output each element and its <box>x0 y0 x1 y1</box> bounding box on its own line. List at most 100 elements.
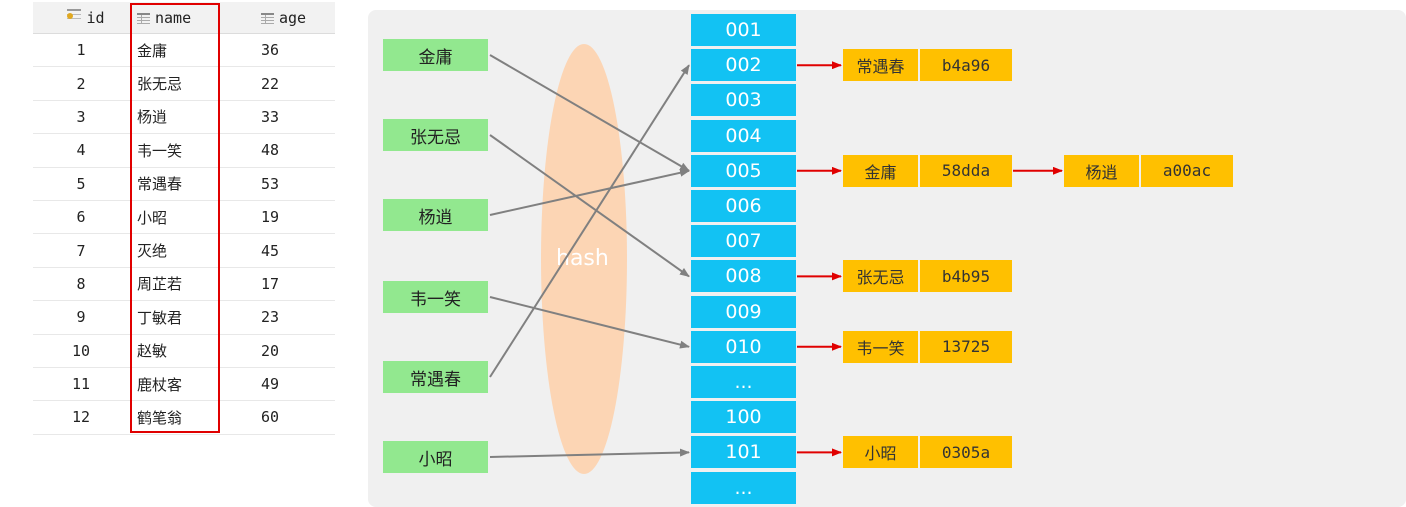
cell-name: 张无忌 <box>137 75 183 94</box>
cell-id: 6 <box>76 208 86 227</box>
bucket-slot: 006 <box>691 190 796 222</box>
chain-node-name: 杨逍 <box>1064 154 1139 187</box>
bucket-slot: 009 <box>691 295 796 328</box>
hash-function-band <box>541 44 627 474</box>
chain-node-hash: b4a96 <box>920 49 1012 82</box>
chain-node-hash: b4b95 <box>920 260 1012 293</box>
hash-mapping-arrow <box>489 448 690 458</box>
cell-name: 韦一笑 <box>137 141 183 160</box>
table-row[interactable]: 2 张无忌 22 <box>33 67 335 101</box>
table-row[interactable]: 6 小昭 19 <box>33 201 335 235</box>
chain-node-name: 小昭 <box>843 436 918 469</box>
bucket-slot: 008 <box>691 260 796 293</box>
header-id[interactable]: id <box>33 8 129 27</box>
cell-id: 1 <box>76 41 86 60</box>
cell-age: 23 <box>261 308 280 327</box>
key-box: 小昭 <box>383 441 488 473</box>
bucket-slot: 001 <box>691 14 796 46</box>
cell-name: 金庸 <box>137 41 168 60</box>
table-row[interactable]: 3 杨逍 33 <box>33 101 335 135</box>
chain-node-name: 金庸 <box>843 154 918 187</box>
cell-age: 49 <box>261 375 280 394</box>
cell-name: 鹤笔翁 <box>137 408 183 427</box>
cell-name: 常遇春 <box>137 175 183 194</box>
cell-id: 4 <box>76 141 86 160</box>
bucket-slot: ... <box>691 366 796 398</box>
chain-node-name: 张无忌 <box>843 260 918 293</box>
table-header: id name age <box>33 2 335 34</box>
cell-name: 周芷若 <box>137 275 183 294</box>
bucket-slot: 007 <box>691 225 796 258</box>
cell-id: 12 <box>71 408 91 427</box>
cell-id: 9 <box>76 308 86 327</box>
table-row[interactable]: 4 韦一笑 48 <box>33 134 335 168</box>
table-row[interactable]: 5 常遇春 53 <box>33 168 335 201</box>
bucket-slot: 100 <box>691 401 796 434</box>
cell-name: 灭绝 <box>137 242 168 261</box>
cell-age: 36 <box>261 41 280 60</box>
table-column-icon <box>137 12 150 24</box>
cell-id: 8 <box>76 274 86 293</box>
cell-name: 丁敏君 <box>137 308 183 327</box>
table-row[interactable]: 9 丁敏君 23 <box>33 301 335 335</box>
cell-id: 3 <box>76 107 86 126</box>
chain-node-name: 韦一笑 <box>843 330 918 363</box>
key-box: 金庸 <box>383 39 488 71</box>
key-box: 张无忌 <box>383 119 488 151</box>
header-age[interactable]: age <box>225 9 335 27</box>
cell-age: 60 <box>261 408 280 427</box>
cell-age: 20 <box>261 341 280 360</box>
cell-age: 19 <box>261 208 280 227</box>
bucket-slot: 003 <box>691 84 796 117</box>
name-column-highlight <box>130 3 220 433</box>
cell-id: 5 <box>76 174 86 193</box>
cell-name: 鹿杖客 <box>137 375 183 394</box>
cell-name: 杨逍 <box>137 108 168 127</box>
chain-node-hash: a00ac <box>1141 154 1233 187</box>
hash-mapping-arrow <box>489 134 690 278</box>
chain-node-hash: 0305a <box>920 436 1012 469</box>
chain-node-hash: 58dda <box>920 154 1012 187</box>
header-name-label: name <box>155 8 192 27</box>
cell-age: 53 <box>261 174 280 193</box>
bucket-slot: 005 <box>691 154 796 187</box>
hash-mapping-arrow <box>489 296 690 349</box>
data-table: id name age 1 金庸 36 2 张无忌 22 3 杨逍 33 4 韦一笑 48 5 常遇春 53… <box>33 2 335 435</box>
header-age-label: age <box>279 8 307 27</box>
cell-id: 2 <box>76 74 86 93</box>
cell-age: 33 <box>261 107 280 126</box>
cell-age: 17 <box>261 274 280 293</box>
table-body: 1 金庸 36 2 张无忌 22 3 杨逍 33 4 韦一笑 48 5 常遇春 53 6 小昭 19 7 灭绝 45 8 周… <box>33 34 335 435</box>
key-box: 常遇春 <box>383 361 488 393</box>
cell-id: 10 <box>71 341 91 360</box>
table-row[interactable]: 1 金庸 36 <box>33 34 335 68</box>
cell-age: 48 <box>261 141 280 160</box>
bucket-slot: ... <box>691 471 796 504</box>
bucket-slot: 004 <box>691 119 796 152</box>
table-row[interactable]: 12 鹤笔翁 60 <box>33 401 335 435</box>
cell-name: 小昭 <box>137 208 168 227</box>
chain-node-hash: 13725 <box>920 330 1012 363</box>
hash-mapping-arrow <box>489 168 690 216</box>
bucket-slot: 101 <box>691 436 796 469</box>
bucket-slot: 002 <box>691 49 796 82</box>
key-box: 杨逍 <box>383 199 488 231</box>
cell-id: 7 <box>76 241 86 260</box>
table-row[interactable]: 8 周芷若 17 <box>33 268 335 302</box>
chain-node-name: 常遇春 <box>843 49 918 82</box>
key-box: 韦一笑 <box>383 281 488 313</box>
table-row[interactable]: 10 赵敏 20 <box>33 335 335 368</box>
table-row[interactable]: 7 灭绝 45 <box>33 234 335 268</box>
table-row[interactable]: 11 鹿杖客 49 <box>33 368 335 402</box>
table-column-icon <box>261 12 274 24</box>
cell-age: 22 <box>261 74 280 93</box>
cell-name: 赵敏 <box>137 342 168 361</box>
header-name[interactable]: name <box>129 9 225 27</box>
bucket-slot: 010 <box>691 330 796 363</box>
cell-id: 11 <box>71 375 91 394</box>
hash-mapping-arrow <box>489 54 690 172</box>
header-id-label: id <box>86 8 105 27</box>
cell-age: 45 <box>261 241 280 260</box>
hash-mapping-arrow <box>489 64 690 378</box>
